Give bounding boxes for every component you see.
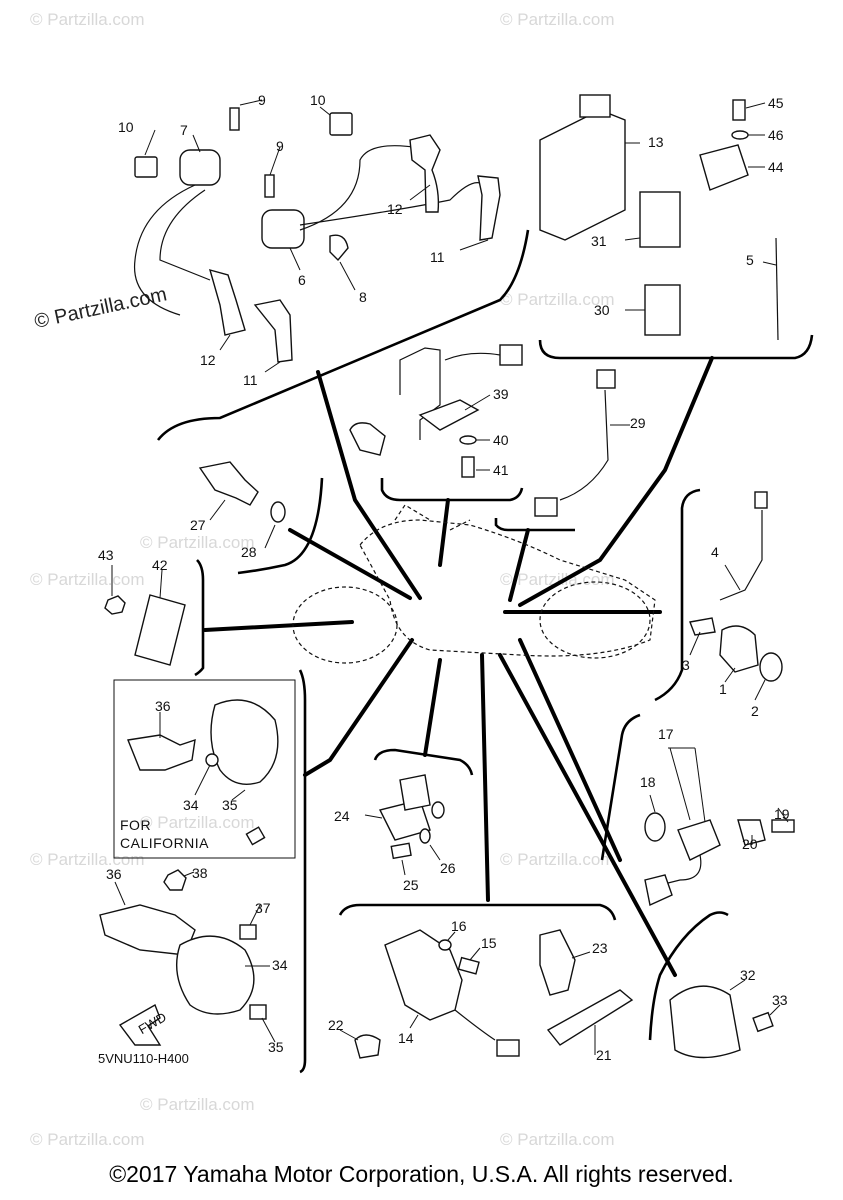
callout: 20 [742,836,758,852]
callout: 16 [451,918,467,934]
callout: 45 [768,95,784,111]
callout: 10 [310,92,326,108]
watermark: © Partzilla.com [30,850,145,869]
callout: 6 [298,272,306,288]
sensor-group [364,774,445,876]
callout: 19 [774,806,790,822]
callout: 27 [190,517,206,533]
callout: 15 [481,935,497,951]
horn-bracket-group [99,869,276,1046]
watermark: © Partzilla.com [30,570,145,589]
callout: 34 [272,957,288,973]
watermark: © Partzilla.com [140,533,255,552]
callout: 31 [591,233,607,249]
starter-group [339,929,634,1059]
callout: 12 [387,201,403,217]
callout: 28 [241,544,257,560]
watermark: © Partzilla.com [500,290,615,309]
inset-note: FOR [120,817,151,833]
watermark: © Partzilla.com [30,1130,145,1149]
callout: 24 [334,808,350,824]
callout-numbers: 1 2 3 4 5 6 7 8 9 9 10 10 11 11 12 12 13… [98,92,790,1063]
california-inset [113,679,296,859]
copyright-notice: ©2017 Yamaha Motor Corporation, U.S.A. A… [109,1161,734,1187]
callout: 13 [648,134,664,150]
inset-note: CALIFORNIA [120,835,209,851]
callout: 37 [255,900,271,916]
callout: 42 [152,557,168,573]
callout: 22 [328,1017,344,1033]
speed-sensor-group [644,747,795,907]
callout: 1 [719,681,727,697]
callout: 34 [183,797,199,813]
leader-lines [203,356,714,977]
callout: 11 [243,372,258,388]
callout: 32 [740,967,756,983]
callout: 10 [118,119,134,135]
watermark: © Partzilla.com [30,10,145,29]
callout: 40 [493,432,509,448]
callout: 8 [359,289,367,305]
callout: 33 [772,992,788,1008]
switch-group [198,461,286,549]
diagram-code: 5VNU110-H400 [98,1051,189,1066]
callout: 2 [751,703,759,719]
watermark-layer: © Partzilla.com © Partzilla.com © Partzi… [30,10,615,1149]
callout: 7 [180,122,188,138]
watermark: © Partzilla.com [500,850,615,869]
callout: 36 [155,698,171,714]
callout: 39 [493,386,509,402]
watermark: © Partzilla.com [140,1095,255,1114]
callout: 4 [711,544,719,560]
callout: 5 [746,252,754,268]
horn-group [669,979,781,1059]
atv-silhouette [292,504,656,664]
callout: 36 [106,866,122,882]
callout: 44 [768,159,784,175]
callout: 9 [258,92,266,108]
watermark: © Partzilla.com [140,813,255,832]
callout: 12 [200,352,216,368]
watermark: © Partzilla.com [500,570,615,589]
callout: 14 [398,1030,414,1046]
reflector-group [104,565,186,666]
ignition-coil-group [133,99,640,373]
callout: 35 [222,797,238,813]
callout: 23 [592,940,608,956]
fuel-sender-group [349,344,523,478]
callout: 35 [268,1039,284,1055]
group-frames [156,229,814,1074]
harness-29 [534,369,630,517]
watermark: © Partzilla.com [500,10,615,29]
sensor-1-group [689,491,783,701]
callout: 18 [640,774,656,790]
callout: 41 [493,462,509,478]
callout: 21 [596,1047,612,1063]
watermark-strong: © Partzilla.com [32,283,168,333]
callout: 30 [594,302,610,318]
callout: 26 [440,860,456,876]
callout: 9 [276,138,284,154]
callout: 46 [768,127,784,143]
callout: 25 [403,877,419,893]
callout: 17 [658,726,674,742]
callout: 38 [192,865,208,881]
callout: 11 [430,249,445,265]
callout: 3 [682,657,690,673]
ecu-group [539,94,779,341]
watermark: © Partzilla.com [500,1130,615,1149]
callout: 43 [98,547,114,563]
callout: 29 [630,415,646,431]
